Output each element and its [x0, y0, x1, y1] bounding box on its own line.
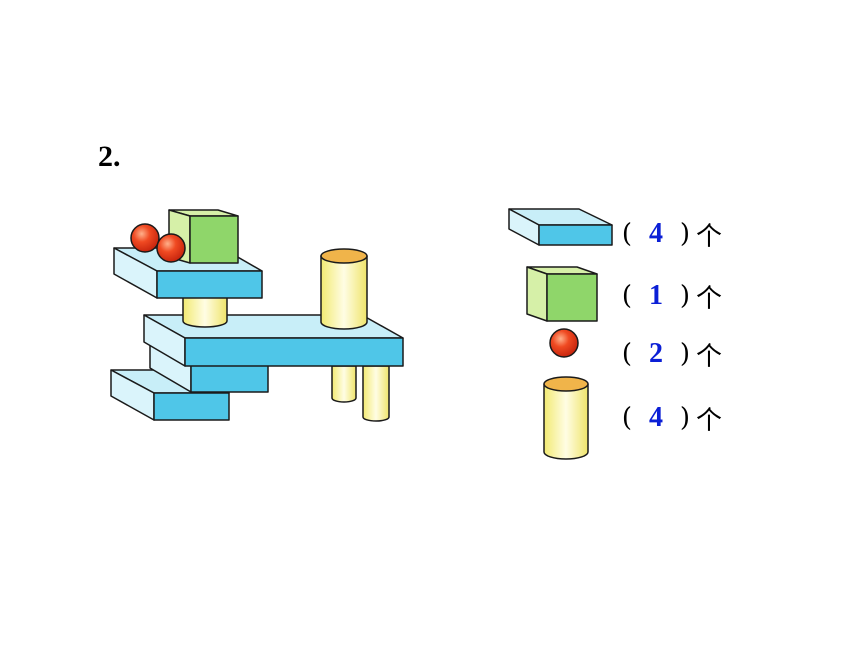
close-paren: ) — [679, 219, 691, 249]
legend-cube-icon — [526, 266, 598, 322]
cylinder-support — [182, 295, 228, 328]
legend-cuboid-icon — [508, 208, 613, 246]
question-number: 2. — [98, 140, 121, 173]
unit-label: 个 — [696, 283, 723, 314]
count-row-cylinder: ( 4 ) 个 — [618, 398, 722, 438]
count-row-sphere: ( 2 ) 个 — [618, 334, 722, 374]
cylinder-leg-left — [331, 365, 357, 403]
open-paren: ( — [621, 339, 633, 369]
cylinder-count-answer: 4 — [649, 402, 663, 433]
close-paren: ) — [679, 403, 691, 433]
cuboid-block-long — [143, 314, 404, 367]
open-paren: ( — [621, 403, 633, 433]
close-paren: ) — [679, 281, 691, 311]
open-paren: ( — [621, 281, 633, 311]
count-row-cube: ( 1 ) 个 — [618, 276, 722, 316]
sphere-count-answer: 2 — [649, 338, 663, 369]
cube-count-answer: 1 — [649, 280, 663, 311]
open-paren: ( — [621, 219, 633, 249]
close-paren: ) — [679, 339, 691, 369]
legend-sphere-icon — [549, 328, 579, 358]
unit-label: 个 — [696, 405, 723, 436]
unit-label: 个 — [696, 341, 723, 372]
ball-right — [156, 233, 186, 263]
cylinder-leg-right — [362, 365, 390, 422]
ball-left — [130, 223, 160, 253]
legend-cylinder-icon — [543, 376, 589, 460]
cylinder-tall — [320, 248, 368, 330]
cuboid-count-answer: 4 — [649, 218, 663, 249]
unit-label: 个 — [696, 221, 723, 252]
count-row-cuboid: ( 4 ) 个 — [618, 214, 722, 254]
